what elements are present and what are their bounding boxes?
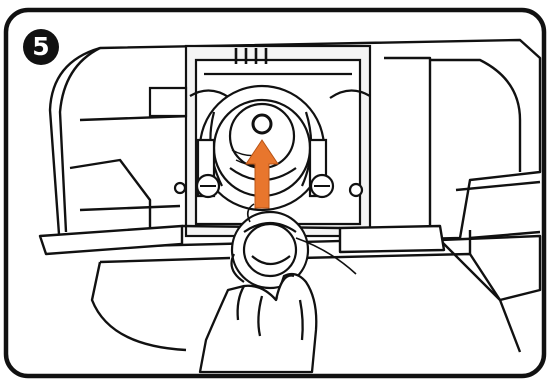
step-number-badge: 5: [23, 29, 59, 65]
